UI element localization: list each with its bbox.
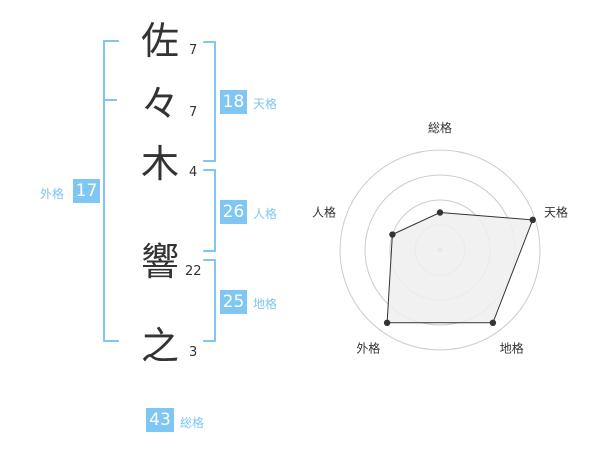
stroke-count-1: 7 bbox=[189, 43, 198, 58]
stroke-count-5: 3 bbox=[189, 345, 198, 360]
name-char-1: 佐 bbox=[140, 19, 179, 63]
chikaku-value-badge: 25 bbox=[220, 290, 247, 314]
soukaku-value-badge: 43 bbox=[146, 408, 174, 432]
chikaku-bracket bbox=[203, 259, 216, 342]
radar-grid-ring-4 bbox=[339, 149, 541, 351]
tenkaku-value-badge: 18 bbox=[220, 90, 247, 114]
radar-axis-label-4: 外格 bbox=[356, 341, 380, 356]
soukaku-label: 総格 bbox=[180, 416, 205, 430]
jinkaku-bracket bbox=[203, 169, 216, 252]
stroke-count-3: 4 bbox=[189, 165, 198, 180]
gaikaku-label: 外格 bbox=[40, 187, 65, 201]
stroke-count-4: 22 bbox=[185, 264, 202, 279]
stroke-count-2: 7 bbox=[189, 105, 198, 120]
jinkaku-value-badge: 26 bbox=[220, 200, 247, 224]
radar-point-2 bbox=[529, 216, 536, 224]
gaikaku-bracket-tick bbox=[103, 99, 117, 101]
radar-point-4 bbox=[383, 319, 391, 327]
name-char-3: 木 bbox=[140, 142, 179, 186]
radar-area bbox=[386, 211, 534, 324]
radar-axis-label-5: 人格 bbox=[312, 204, 336, 219]
radar-point-3 bbox=[489, 319, 497, 327]
gaikaku-value-badge: 17 bbox=[73, 179, 100, 203]
radar-point-1 bbox=[436, 209, 444, 216]
tenkaku-label: 天格 bbox=[253, 97, 278, 111]
radar-point-5 bbox=[389, 231, 396, 238]
radar-axis-label-2: 天格 bbox=[544, 204, 568, 219]
name-char-2: 々 bbox=[140, 82, 179, 126]
name-char-5: 之 bbox=[140, 324, 179, 368]
chikaku-label: 地格 bbox=[253, 297, 278, 311]
radar-points bbox=[383, 209, 536, 327]
gaikaku-bracket bbox=[103, 40, 119, 342]
tenkaku-bracket bbox=[203, 41, 216, 162]
jinkaku-label: 人格 bbox=[253, 207, 278, 221]
radar-axis-label-3: 地格 bbox=[500, 341, 524, 356]
name-char-4: 響 bbox=[140, 240, 179, 284]
radar-axis-label-1: 総格 bbox=[428, 120, 452, 135]
